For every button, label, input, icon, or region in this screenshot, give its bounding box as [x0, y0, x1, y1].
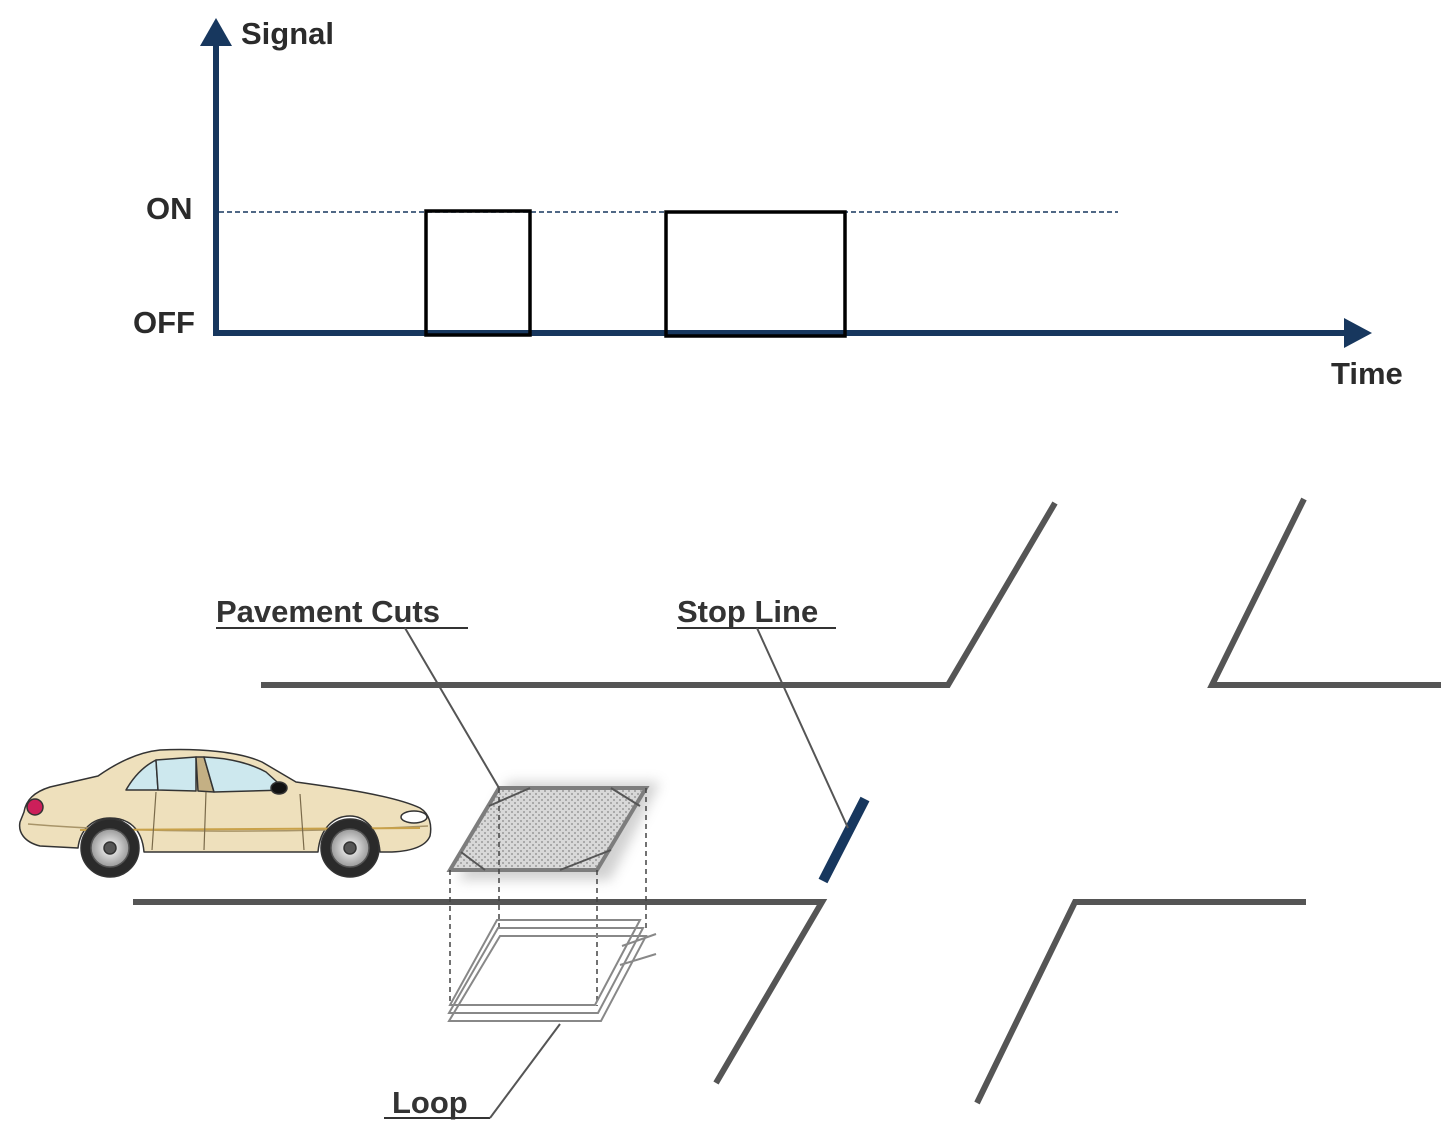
x-axis-label: Time: [1331, 356, 1403, 391]
y-axis-label: Signal: [241, 16, 334, 51]
pulse-1: [424, 209, 532, 337]
car-body: [18, 748, 432, 853]
callouts: Pavement Cuts Stop Line Loop: [216, 594, 849, 1120]
car-headlight: [400, 810, 428, 824]
loop-coil: [447, 919, 657, 1022]
off-level-label: OFF: [133, 305, 195, 340]
loop-label: Loop: [392, 1085, 468, 1120]
pavement-cuts-leader: [404, 627, 500, 789]
pavement-cuts-label: Pavement Cuts: [216, 594, 440, 629]
car-tail-light: [26, 798, 44, 816]
car-rear-side-window: [155, 756, 197, 792]
saw-cut-marks: [460, 787, 641, 871]
pulse-2: [664, 210, 847, 338]
y-axis-arrowhead: [200, 18, 232, 46]
car-mirror: [270, 781, 288, 795]
road-edge-top-right: [1207, 497, 1441, 688]
car: [18, 748, 432, 878]
x-axis-arrowhead: [1344, 318, 1372, 348]
on-level-label: ON: [146, 191, 193, 226]
road-edge-top-left: [261, 501, 1058, 688]
car-rear-wheel: [80, 818, 140, 878]
projection-lines: [449, 788, 647, 1006]
road-edge-bottom-right: [974, 899, 1306, 1105]
stop-line-label: Stop Line: [677, 594, 818, 629]
stop-line-leader: [756, 627, 849, 829]
road-edges: [133, 497, 1441, 1105]
loop-leader: [489, 1023, 561, 1119]
signal-chart: Signal ON OFF Time: [133, 16, 1403, 391]
stop-line: [818, 796, 870, 884]
car-front-wheel: [320, 818, 380, 878]
car-door-lines: [151, 791, 305, 851]
pavement-cuts: [446, 782, 660, 880]
road-edge-bottom-left: [133, 899, 828, 1085]
